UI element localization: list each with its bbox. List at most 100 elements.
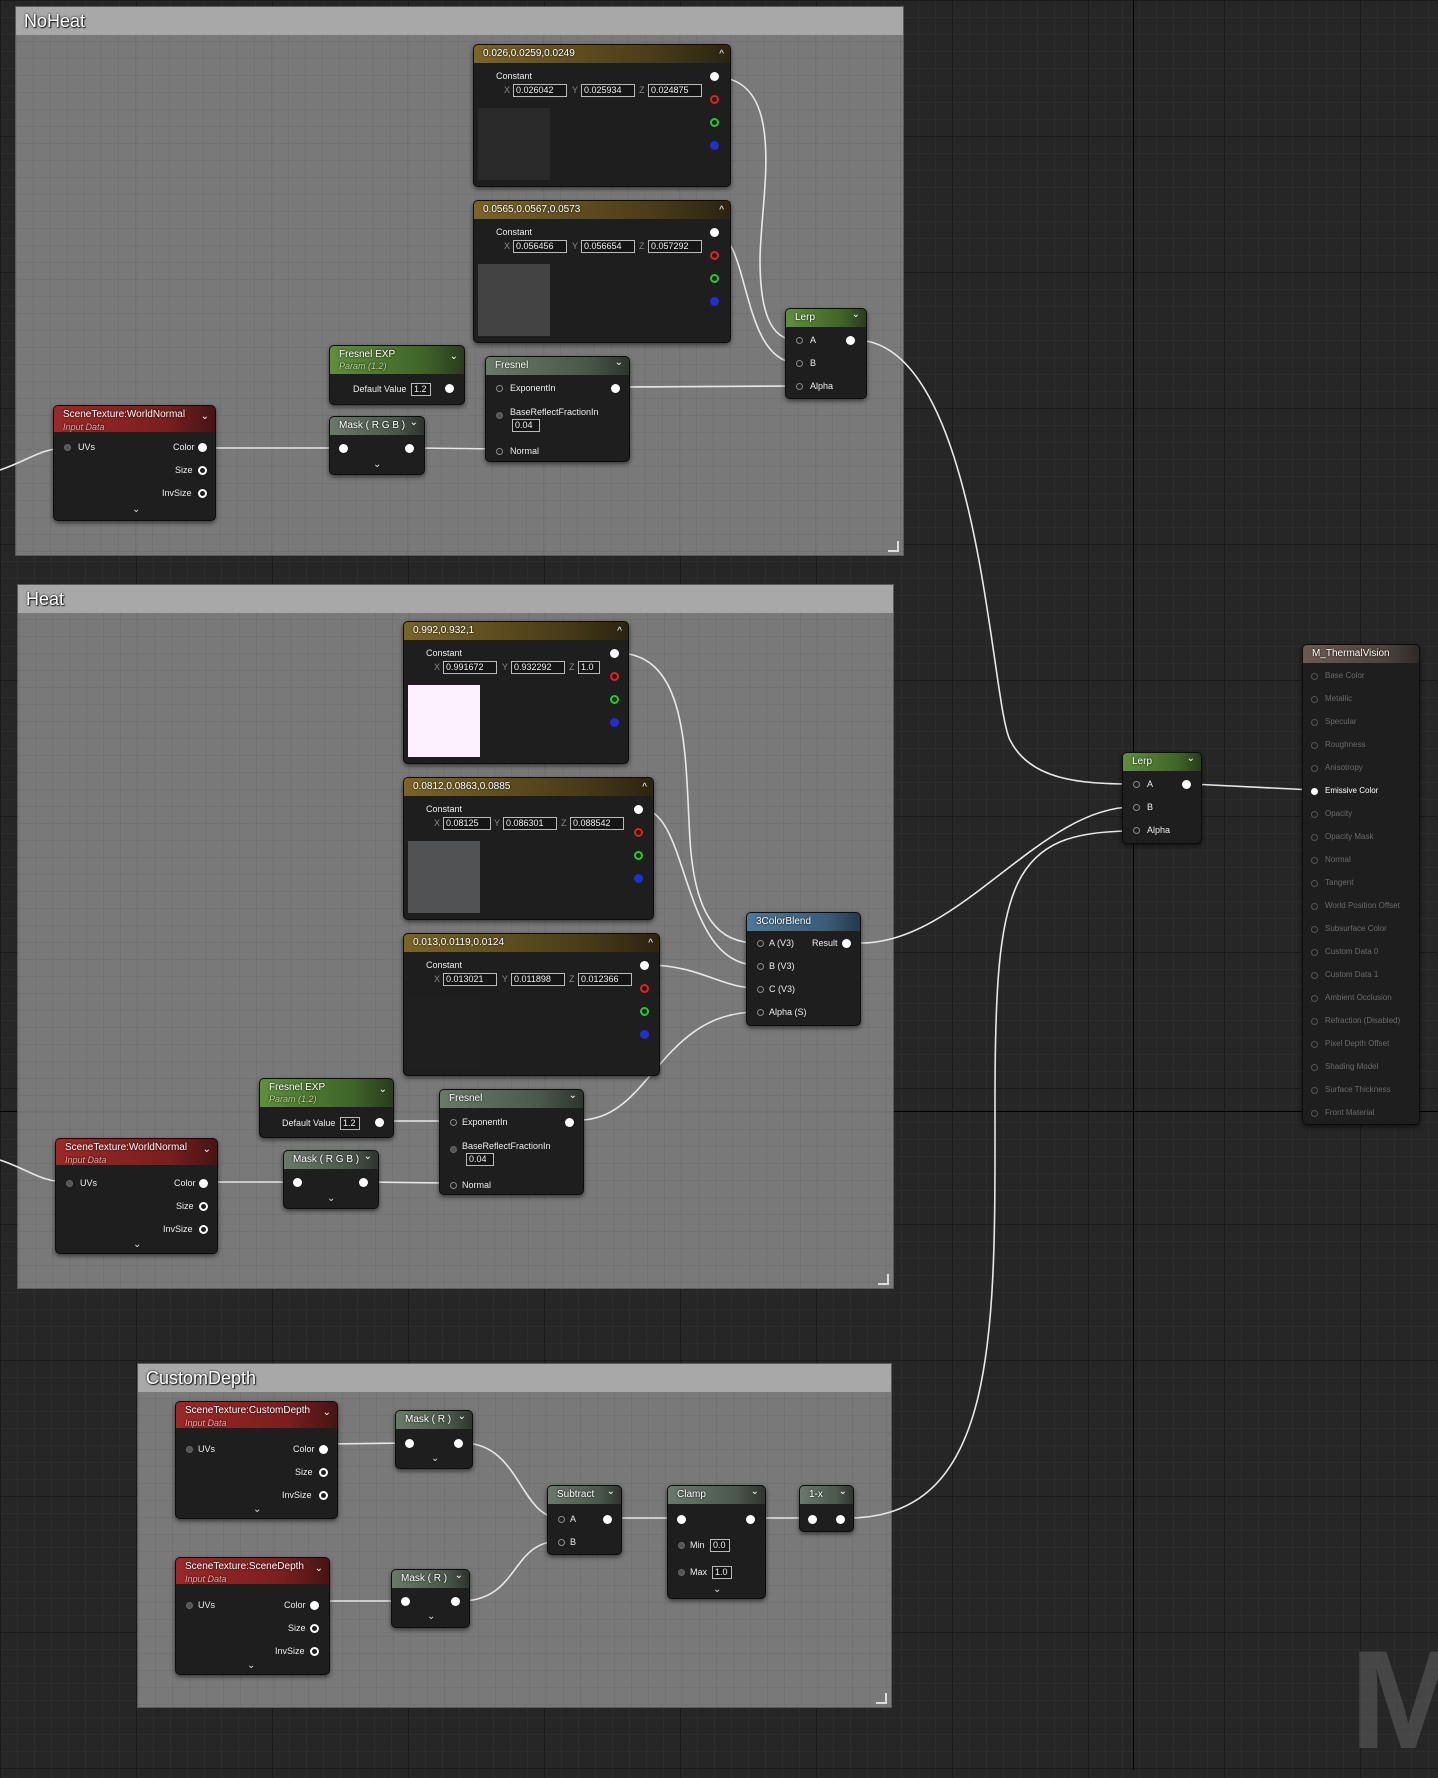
collapse-icon[interactable]: ^: [719, 205, 724, 216]
output-pin[interactable]: [836, 1515, 845, 1524]
uvs-pin[interactable]: [186, 1602, 193, 1609]
node-title[interactable]: SceneTexture:WorldNormal Input Data: [54, 406, 215, 432]
x-field[interactable]: 0.991672: [443, 661, 497, 674]
node-title[interactable]: 1-x: [800, 1486, 853, 1504]
output-rgb-pin[interactable]: [640, 961, 649, 970]
base-reflect-pin[interactable]: [496, 412, 503, 419]
normal-pin[interactable]: [450, 1182, 457, 1189]
node-title[interactable]: Mask ( R ): [396, 1411, 472, 1429]
z-field[interactable]: 1.0: [578, 661, 600, 674]
invsize-output-pin[interactable]: [319, 1491, 328, 1500]
uvs-pin[interactable]: [66, 1180, 73, 1187]
input-a-pin[interactable]: [558, 1516, 565, 1523]
output-pin[interactable]: [359, 1178, 368, 1187]
size-output-pin[interactable]: [310, 1624, 319, 1633]
fresnel-exp-param-node[interactable]: Fresnel EXP Param (1.2) ⌄ Default Value …: [329, 345, 465, 405]
material-input-pin[interactable]: [1311, 696, 1318, 703]
output-b-pin[interactable]: [640, 1030, 649, 1039]
collapse-icon[interactable]: ⌄: [606, 1486, 615, 1497]
node-title[interactable]: 0.026,0.0259,0.0249: [474, 45, 730, 63]
expand-icon[interactable]: ⌄: [431, 1453, 440, 1464]
comment-title[interactable]: CustomDepth: [138, 1364, 891, 1392]
y-field[interactable]: 0.056654: [581, 240, 635, 253]
output-pin[interactable]: [451, 1597, 460, 1606]
output-rgb-pin[interactable]: [710, 228, 719, 237]
material-input-pin[interactable]: [1311, 673, 1318, 680]
input-b-pin[interactable]: [796, 360, 803, 367]
collapse-icon[interactable]: ⌄: [322, 1407, 331, 1418]
input-a-pin[interactable]: [796, 337, 803, 344]
collapse-icon[interactable]: ⌄: [314, 1563, 323, 1574]
collapse-icon[interactable]: ⌄: [838, 1486, 847, 1497]
z-field[interactable]: 0.012366: [578, 973, 632, 986]
resize-grip-icon[interactable]: [876, 1693, 887, 1704]
output-g-pin[interactable]: [710, 118, 719, 127]
mask-rgb-node[interactable]: Mask ( R G B ) ⌄ ⌄: [283, 1150, 379, 1209]
node-title[interactable]: 0.992,0.932,1: [404, 622, 628, 640]
output-pin[interactable]: [611, 384, 620, 393]
node-title[interactable]: Lerp: [1123, 753, 1201, 771]
output-g-pin[interactable]: [710, 274, 719, 283]
material-input-pin[interactable]: [1311, 949, 1318, 956]
collapse-icon[interactable]: ^: [648, 938, 653, 949]
node-title[interactable]: 0.0565,0.0567,0.0573: [474, 201, 730, 219]
expand-icon[interactable]: ⌄: [132, 504, 141, 515]
material-input-pin[interactable]: [1311, 1110, 1318, 1117]
output-pin[interactable]: [445, 384, 454, 393]
x-field[interactable]: 0.08125: [443, 817, 491, 830]
material-input-pin[interactable]: [1311, 995, 1318, 1002]
constant3-node[interactable]: 0.0812,0.0863,0.0885 ^ Constant X 0.0812…: [403, 777, 654, 920]
z-field[interactable]: 0.088542: [570, 817, 624, 830]
node-title[interactable]: SceneTexture:SceneDepth Input Data: [176, 1558, 329, 1584]
collapse-icon[interactable]: ⌄: [568, 1090, 577, 1101]
expand-icon[interactable]: ⌄: [327, 1193, 336, 1204]
node-title[interactable]: Clamp: [668, 1486, 765, 1504]
material-input-pin[interactable]: [1311, 811, 1318, 818]
lerp-node-main[interactable]: Lerp ⌄ A B Alpha: [1122, 752, 1202, 844]
input-a-pin[interactable]: [1133, 781, 1140, 788]
node-title[interactable]: Lerp: [786, 309, 866, 327]
mask-r-node[interactable]: Mask ( R ) ⌄ ⌄: [391, 1569, 470, 1628]
input-a-pin[interactable]: [757, 940, 764, 947]
node-title[interactable]: Fresnel EXP Param (1.2): [330, 346, 464, 374]
material-input-pin[interactable]: [1311, 1087, 1318, 1094]
output-b-pin[interactable]: [634, 874, 643, 883]
color-output-pin[interactable]: [310, 1601, 319, 1610]
collapse-icon[interactable]: ⌄: [454, 1570, 463, 1581]
output-b-pin[interactable]: [710, 141, 719, 150]
subtract-node[interactable]: Subtract ⌄ A B: [547, 1485, 622, 1555]
collapse-icon[interactable]: ⌄: [1186, 753, 1195, 764]
node-title[interactable]: 3ColorBlend: [747, 913, 860, 931]
min-pin[interactable]: [678, 1542, 685, 1549]
min-field[interactable]: 0.0: [710, 1539, 730, 1552]
resize-grip-icon[interactable]: [878, 1274, 889, 1285]
base-reflect-pin[interactable]: [450, 1146, 457, 1153]
expand-icon[interactable]: ⌄: [713, 1584, 722, 1595]
input-alpha-pin[interactable]: [796, 383, 803, 390]
material-input-pin[interactable]: [1311, 1018, 1318, 1025]
mask-rgb-node[interactable]: Mask ( R G B ) ⌄ ⌄: [329, 416, 425, 475]
input-pin[interactable]: [405, 1439, 414, 1448]
exponent-in-pin[interactable]: [496, 385, 503, 392]
output-pin[interactable]: [846, 336, 855, 345]
constant3-node[interactable]: 0.013,0.0119,0.0124 ^ Constant X 0.01302…: [403, 933, 660, 1076]
collapse-icon[interactable]: ⌄: [378, 1084, 387, 1095]
color-output-pin[interactable]: [319, 1445, 328, 1454]
scenetexture-customdepth-node[interactable]: SceneTexture:CustomDepth Input Data ⌄ UV…: [175, 1401, 338, 1519]
size-output-pin[interactable]: [198, 466, 207, 475]
material-input-pin[interactable]: [1311, 926, 1318, 933]
expand-icon[interactable]: ⌄: [253, 1504, 262, 1515]
default-value-field[interactable]: 1.2: [340, 1117, 360, 1130]
node-title[interactable]: 0.013,0.0119,0.0124: [404, 934, 659, 952]
material-input-pin[interactable]: [1311, 1041, 1318, 1048]
collapse-icon[interactable]: ⌄: [851, 309, 860, 320]
y-field[interactable]: 0.932292: [511, 661, 565, 674]
material-input-pin[interactable]: [1311, 903, 1318, 910]
3colorblend-node[interactable]: 3ColorBlend A (V3) B (V3) C (V3) Alpha (…: [746, 912, 861, 1026]
constant3-node[interactable]: 0.0565,0.0567,0.0573 ^ Constant X 0.0564…: [473, 200, 731, 343]
material-input-pin[interactable]: [1311, 880, 1318, 887]
node-title[interactable]: M_ThermalVision: [1303, 645, 1419, 663]
input-pin[interactable]: [808, 1515, 817, 1524]
x-field[interactable]: 0.013021: [443, 973, 497, 986]
